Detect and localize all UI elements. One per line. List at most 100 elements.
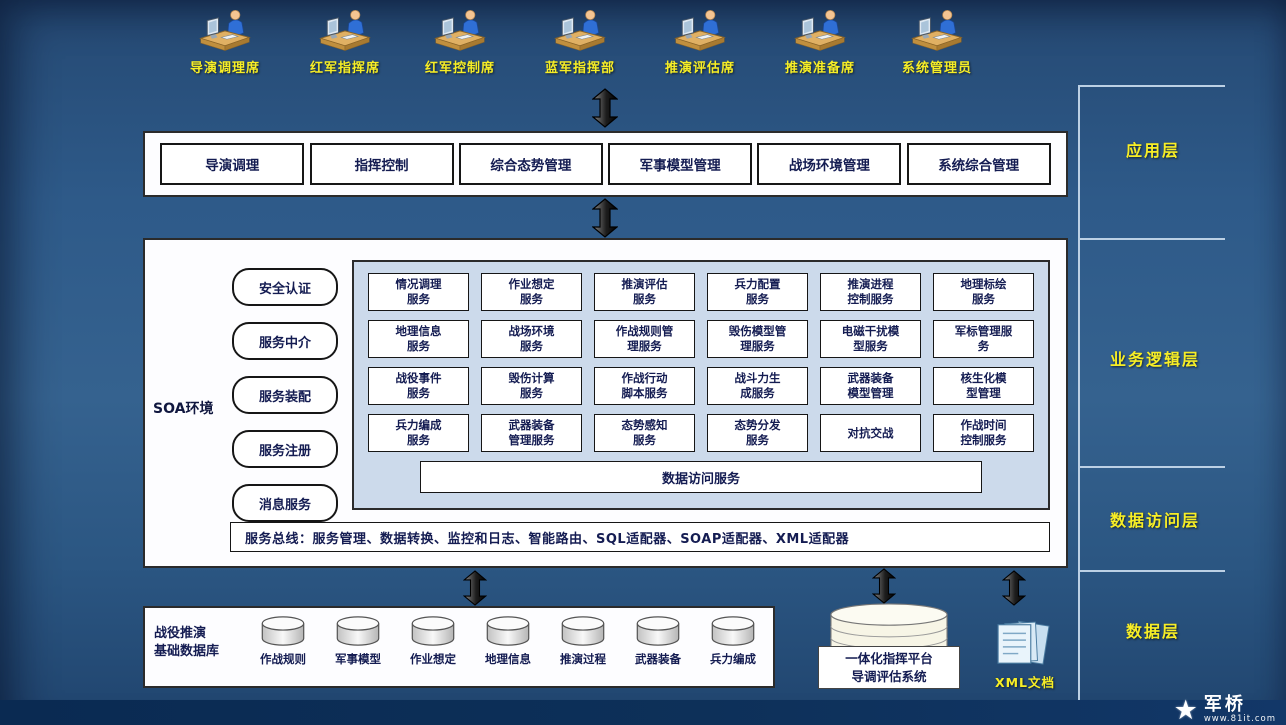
double-arrow-icon: [872, 568, 896, 604]
layer-label-data: 数据层: [1126, 622, 1181, 641]
service-cell: 毁伤模型管 理服务: [707, 320, 808, 358]
db-label: 兵力编成: [710, 652, 756, 666]
role-seat-sysadmin: 系统管理员: [895, 6, 979, 76]
role-seat-eval: 推演评估席: [658, 6, 742, 76]
double-arrow-icon: [592, 198, 618, 238]
services-panel: 情况调理 服务 作业想定 服务 推演评估 服务 兵力配置 服务 推演进程 控制服…: [352, 260, 1050, 510]
db-item: 兵力编成: [697, 615, 769, 667]
integrated-platform: 一体化指挥平台 导调评估系统: [818, 602, 960, 689]
data-access-service-bar: 数据访问服务: [420, 461, 982, 493]
app-module-command: 指挥控制: [309, 143, 454, 185]
service-cell: 军标管理服 务: [933, 320, 1034, 358]
layer-bracket-tick: [1078, 238, 1225, 240]
services-grid: 情况调理 服务 作业想定 服务 推演评估 服务 兵力配置 服务 推演进程 控制服…: [368, 273, 1034, 452]
service-cell: 情况调理 服务: [368, 273, 469, 311]
layer-label-data-access: 数据访问层: [1110, 511, 1201, 530]
db-item: 作业想定: [397, 615, 469, 667]
layer-label-application: 应用层: [1126, 141, 1181, 160]
operator-at-computer-icon: [672, 6, 728, 52]
database-cylinder-icon: [408, 615, 458, 647]
db-item: 地理信息: [472, 615, 544, 667]
brand-url: www.81it.com: [1203, 714, 1276, 725]
db-title-line2: 基础数据库: [154, 644, 220, 660]
platform-label: 一体化指挥平台 导调评估系统: [818, 646, 960, 689]
layer-bracket-tick: [1078, 85, 1225, 87]
star-icon: ★: [1173, 694, 1198, 725]
service-cell: 兵力配置 服务: [707, 273, 808, 311]
db-item: 军事模型: [322, 615, 394, 667]
role-label: 系统管理员: [901, 61, 972, 76]
operator-at-computer-icon: [552, 6, 608, 52]
operator-at-computer-icon: [197, 6, 253, 52]
role-seat-prep: 推演准备席: [778, 6, 862, 76]
role-label: 导演调理席: [189, 61, 260, 76]
service-cell: 兵力编成 服务: [368, 414, 469, 452]
service-cell: 推演进程 控制服务: [820, 273, 921, 311]
layer-label-business: 业务逻辑层: [1110, 350, 1201, 369]
service-cell: 态势感知 服务: [594, 414, 695, 452]
campaign-database-box: 战役推演 基础数据库 作战规则 军事模型 作业想定 地理信息 推演过程: [143, 606, 775, 688]
db-label: 推演过程: [560, 652, 606, 666]
brand-name: 军桥: [1203, 694, 1246, 716]
soa-infra-services: 安全认证 服务中介 服务装配 服务注册 消息服务: [232, 268, 338, 522]
operator-at-computer-icon: [792, 6, 848, 52]
service-cell: 毁伤计算 服务: [481, 367, 582, 405]
service-cell: 作业想定 服务: [481, 273, 582, 311]
infra-service: 服务中介: [232, 322, 338, 360]
service-cell: 作战规则管 理服务: [594, 320, 695, 358]
service-cell: 武器装备 模型管理: [820, 367, 921, 405]
layer-bracket-tick: [1078, 570, 1225, 572]
role-label: 红军控制席: [424, 61, 495, 76]
service-cell: 对抗交战: [820, 414, 921, 452]
db-items-row: 作战规则 军事模型 作业想定 地理信息 推演过程 武器装备: [247, 615, 769, 667]
service-cell: 地理信息 服务: [368, 320, 469, 358]
service-cell: 电磁干扰模 型服务: [820, 320, 921, 358]
role-label: 红军指挥席: [309, 61, 380, 76]
service-cell: 作战时间 控制服务: [933, 414, 1034, 452]
role-seat-blue-command: 蓝军指挥部: [538, 6, 622, 76]
role-label: 推演准备席: [784, 61, 855, 76]
database-cylinder-icon: [633, 615, 683, 647]
role-label: 蓝军指挥部: [544, 61, 615, 76]
service-cell: 战役事件 服务: [368, 367, 469, 405]
db-item: 武器装备: [622, 615, 694, 667]
infra-service: 消息服务: [232, 484, 338, 522]
service-bus-bar: 服务总线：服务管理、数据转换、监控和日志、智能路由、SQL适配器、SOAP适配器…: [230, 522, 1050, 552]
service-cell: 态势分发 服务: [707, 414, 808, 452]
service-cell: 推演评估 服务: [594, 273, 695, 311]
db-item: 作战规则: [247, 615, 319, 667]
database-cylinder-icon: [708, 615, 758, 647]
service-cell: 武器装备 管理服务: [481, 414, 582, 452]
database-cylinder-icon: [333, 615, 383, 647]
service-cell: 地理标绘 服务: [933, 273, 1034, 311]
db-label: 作战规则: [260, 652, 306, 666]
role-seat-red-control: 红军控制席: [418, 6, 502, 76]
service-cell: 作战行动 脚本服务: [594, 367, 695, 405]
role-label: 推演评估席: [664, 61, 735, 76]
app-module-system: 系统综合管理: [906, 143, 1051, 185]
db-label: 作业想定: [410, 652, 456, 666]
operator-at-computer-icon: [317, 6, 373, 52]
infra-service: 服务装配: [232, 376, 338, 414]
db-label: 地理信息: [485, 652, 531, 666]
role-seat-director: 导演调理席: [183, 6, 267, 76]
db-label: 军事模型: [335, 652, 381, 666]
soa-environment-box: SOA环境 安全认证 服务中介 服务装配 服务注册 消息服务 情况调理 服务 作…: [143, 238, 1068, 568]
soa-env-label: SOA环境: [153, 401, 214, 417]
layer-bracket-line: [1078, 85, 1080, 705]
db-item: 推演过程: [547, 615, 619, 667]
xml-document-icon: [994, 618, 1056, 668]
db-title: 战役推演 基础数据库: [154, 625, 219, 661]
db-title-line1: 战役推演: [154, 626, 207, 641]
database-cylinder-icon: [483, 615, 533, 647]
platform-label-line1: 一体化指挥平台: [845, 651, 933, 666]
operator-at-computer-icon: [909, 6, 965, 52]
database-cylinder-icon: [558, 615, 608, 647]
app-module-environment: 战场环境管理: [757, 143, 902, 185]
brand-logo: ★ 军桥 www.81it.com: [1173, 694, 1276, 725]
infra-service: 安全认证: [232, 268, 338, 306]
layer-bracket-tick: [1078, 466, 1225, 468]
footer-bar: [0, 700, 1286, 725]
service-cell: 战斗力生 成服务: [707, 367, 808, 405]
